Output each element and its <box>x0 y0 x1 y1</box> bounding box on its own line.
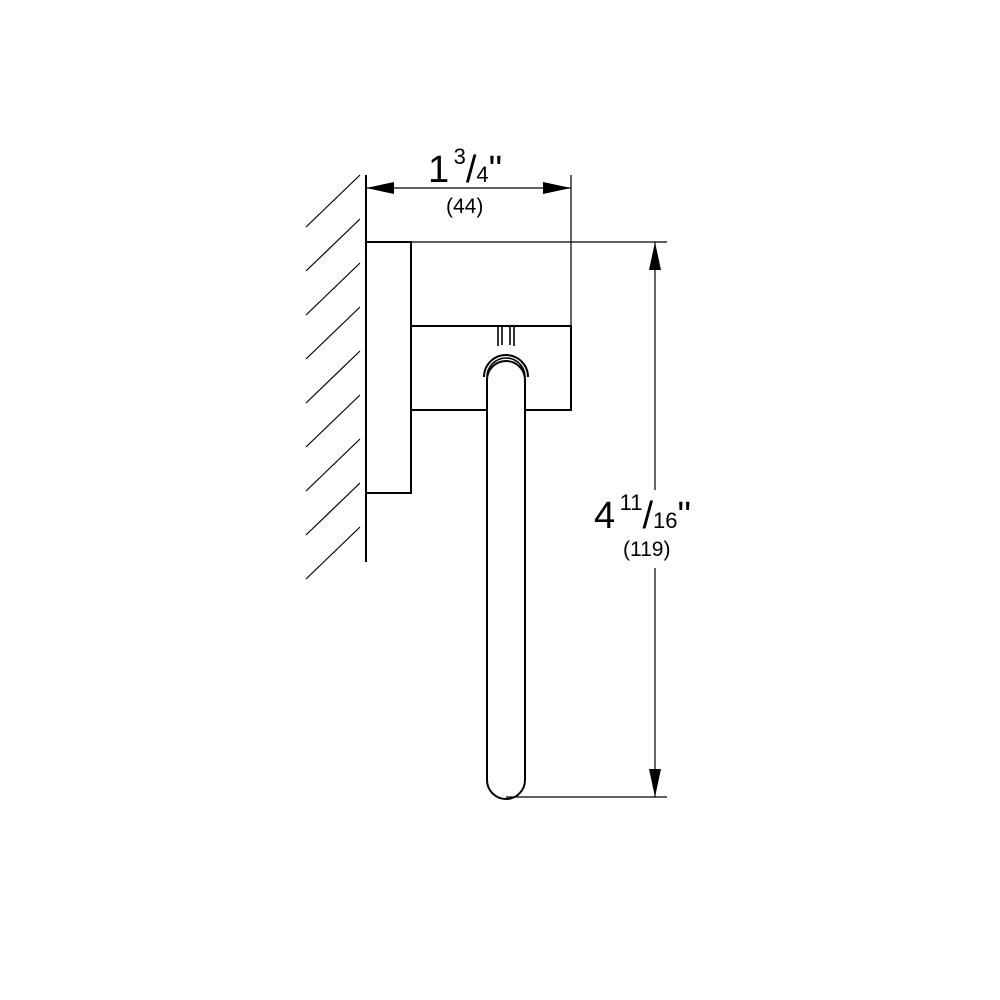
hatch-line <box>305 438 361 492</box>
depth-numerator: 3 <box>453 144 466 169</box>
height-dimension-label: 4 11/16" <box>594 490 691 538</box>
hatch-line <box>305 218 361 272</box>
height-numerator: 11 <box>619 490 643 515</box>
hatch-line <box>305 394 361 448</box>
height-whole: 4 <box>594 495 616 537</box>
hatch-line <box>305 306 361 360</box>
wall-hatch <box>305 174 361 580</box>
height-metric: (119) <box>623 538 671 561</box>
mounting-plate <box>365 241 412 494</box>
hatch-line <box>305 526 361 580</box>
dimension-arrows <box>366 182 661 797</box>
hatch-line <box>305 262 361 316</box>
hatch-line <box>305 350 361 404</box>
hatch-line <box>305 174 361 228</box>
hook-ring <box>483 326 529 378</box>
towel-rod <box>486 360 526 800</box>
dimension-lines <box>366 175 667 798</box>
depth-dimension-label: 1 3/4" <box>428 144 502 192</box>
depth-whole: 1 <box>428 149 450 191</box>
fraction-slash: / <box>642 495 653 537</box>
depth-denominator: 4 <box>476 162 489 187</box>
height-denominator: 16 <box>653 508 678 533</box>
height-unit: " <box>677 495 691 537</box>
depth-unit: " <box>488 149 503 191</box>
fraction-slash: / <box>465 149 477 191</box>
hatch-line <box>305 482 361 536</box>
depth-metric: (44) <box>446 195 484 218</box>
